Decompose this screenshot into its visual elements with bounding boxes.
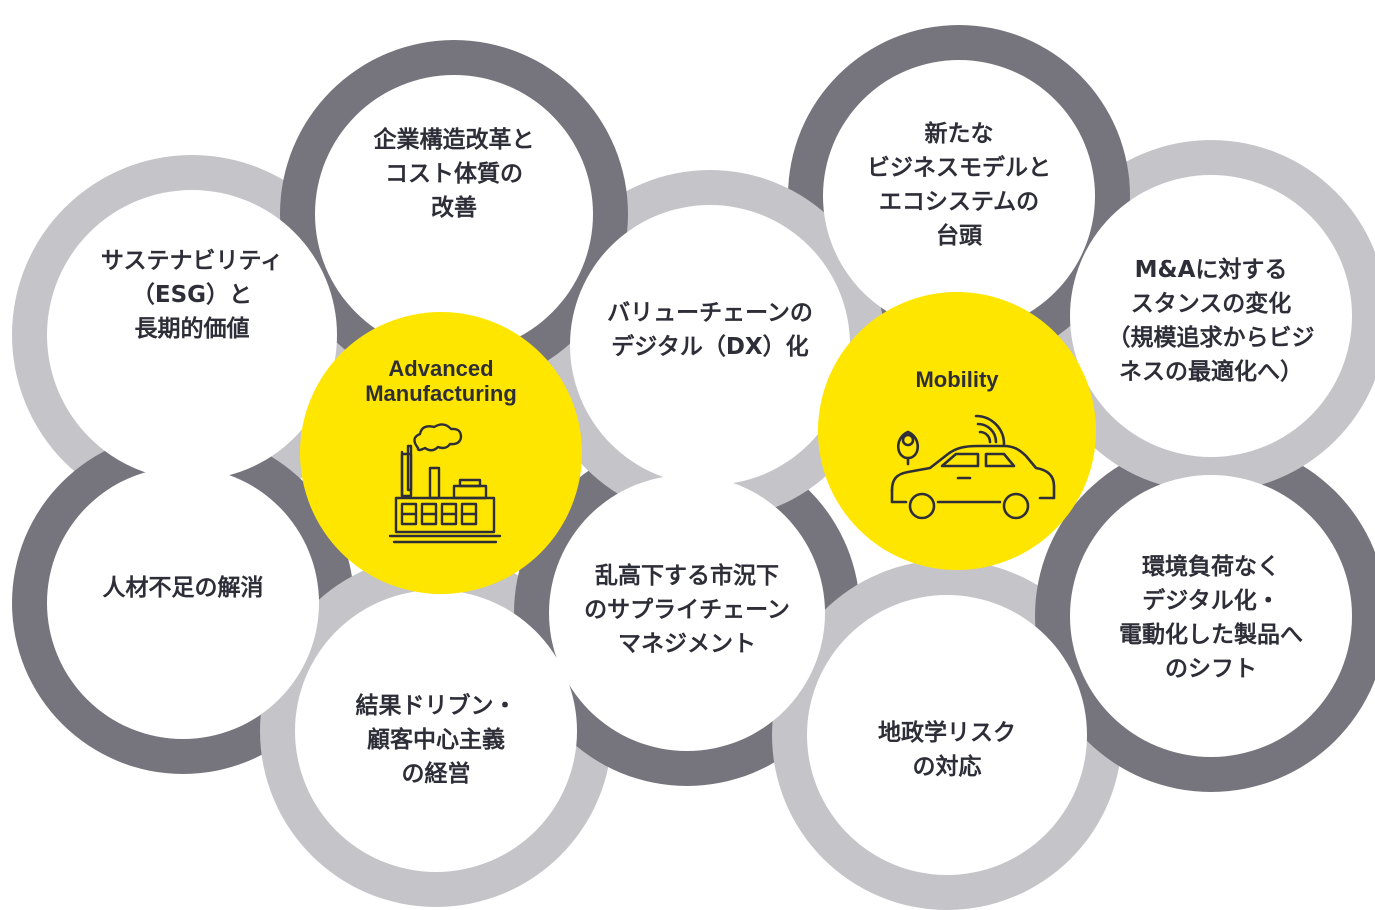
label-geopolitical-risk: 地政学リスク の対応 xyxy=(878,720,1016,780)
label-eco-digital-shift: 環境負荷なく デジタル化・ 電動化した製品へ のシフト xyxy=(1119,554,1303,682)
label-sustainability: サステナビリティ （ESG）と 長期的価値 xyxy=(100,248,284,342)
hub-title-mobility: Mobility xyxy=(915,367,999,392)
label-supply-chain: 乱高下する市況下 のサプライチェーン マネジメント xyxy=(584,563,790,657)
circle-value-chain xyxy=(570,205,850,485)
circle-talent-shortage xyxy=(47,467,319,739)
circle-supply-chain xyxy=(549,475,825,751)
label-value-chain-dx: バリューチェーンの デジタル（DX）化 xyxy=(607,300,813,360)
circle-new-business xyxy=(823,60,1095,332)
hub-title-advanced-manufacturing: Advanced Manufacturing xyxy=(365,356,517,406)
label-corporate-restructuring: 企業構造改革と コスト体質の 改善 xyxy=(373,127,535,221)
circle-eco-digital xyxy=(1070,475,1352,757)
label-ma-stance: M&Aに対する スタンスの変化 （規模追求からビジ ネスの最適化へ） xyxy=(1107,257,1315,385)
circle-corporate xyxy=(315,75,593,353)
circle-geopolitical xyxy=(807,595,1087,875)
circle-sustainability xyxy=(47,190,337,480)
label-talent-shortage: 人材不足の解消 xyxy=(102,575,264,601)
label-results-driven: 結果ドリブン・ 顧客中心主義 の経営 xyxy=(355,693,517,787)
circle-ma-stance xyxy=(1070,175,1352,457)
label-new-business-models: 新たな ビジネスモデルと エコシステムの 台頭 xyxy=(867,121,1051,249)
factory-icon xyxy=(388,423,502,544)
hub-mobility xyxy=(818,292,1096,570)
hub-advanced-manufacturing xyxy=(300,312,582,594)
circle-results-driven xyxy=(295,590,577,872)
connected-car-icon xyxy=(890,414,1056,520)
